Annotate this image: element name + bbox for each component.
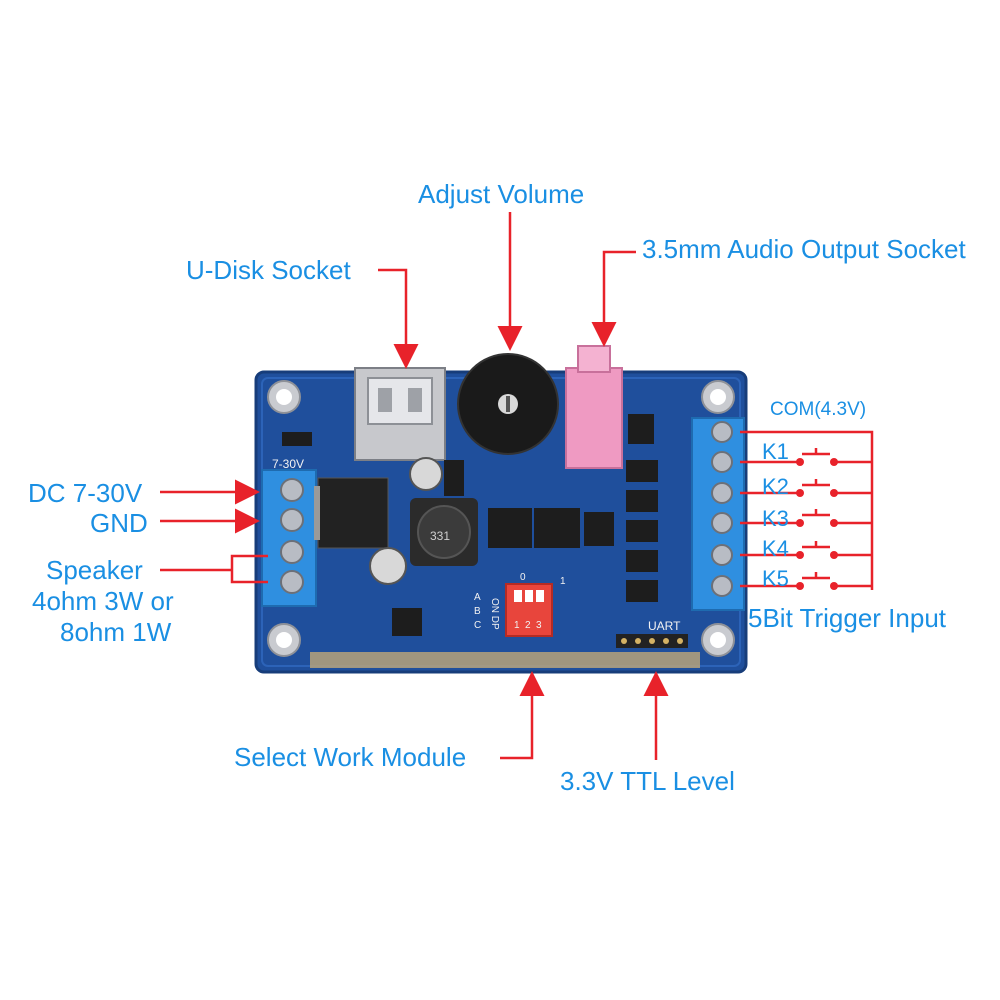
label-com: COM(4.3V) bbox=[770, 399, 867, 420]
volume-knob bbox=[457, 353, 559, 455]
dip-switch bbox=[505, 583, 553, 637]
arrow-audio bbox=[591, 250, 636, 347]
label-key-2: K2 bbox=[762, 474, 789, 499]
trigger-terminal bbox=[691, 417, 745, 611]
silk-dip-zero: 0 bbox=[520, 572, 526, 583]
components bbox=[282, 414, 658, 636]
silk-dip-3: 3 bbox=[536, 620, 542, 631]
label-udisk-socket: U-Disk Socket bbox=[186, 255, 351, 285]
label-adjust-volume: Adjust Volume bbox=[418, 179, 585, 209]
audio-jack bbox=[565, 345, 623, 469]
arrow-select-module bbox=[500, 671, 545, 760]
silk-dip-b: B bbox=[474, 606, 481, 617]
label-speaker-1: Speaker bbox=[46, 555, 143, 585]
label-speaker-2: 4ohm 3W or bbox=[32, 586, 174, 616]
silk-dip-one: 1 bbox=[560, 576, 566, 587]
silk-dip-2: 2 bbox=[525, 620, 531, 631]
label-key-4: K4 bbox=[762, 536, 789, 561]
label-dc-input: DC 7-30V bbox=[28, 478, 143, 508]
silk-dip-c: C bbox=[474, 620, 481, 631]
label-key-5: K5 bbox=[762, 566, 789, 591]
label-speaker-3: 8ohm 1W bbox=[60, 617, 172, 647]
label-select-work-module: Select Work Module bbox=[234, 742, 467, 772]
uart-header bbox=[616, 634, 688, 648]
label-audio-socket: 3.5mm Audio Output Socket bbox=[642, 234, 966, 264]
silk-inductor: 331 bbox=[430, 529, 450, 543]
silk-dip-1: 1 bbox=[514, 620, 520, 631]
key-switches bbox=[740, 448, 872, 588]
label-ttl-level: 3.3V TTL Level bbox=[560, 766, 735, 796]
com-line bbox=[740, 430, 874, 590]
callout-arrows bbox=[160, 212, 874, 760]
silk-voltage: 7-30V bbox=[272, 457, 304, 471]
label-key-3: K3 bbox=[762, 506, 789, 531]
key-switch-dots bbox=[796, 458, 838, 590]
usb-socket bbox=[354, 367, 446, 461]
arrow-udisk bbox=[378, 268, 419, 369]
label-trigger-input: 5Bit Trigger Input bbox=[748, 603, 946, 633]
label-gnd: GND bbox=[90, 508, 148, 538]
silk-dip-a: A bbox=[474, 592, 481, 603]
silk-uart: UART bbox=[648, 619, 681, 633]
label-key-1: K1 bbox=[762, 439, 789, 464]
power-terminal bbox=[261, 469, 317, 607]
silk-dip-on: ON DP bbox=[489, 598, 500, 630]
mounting-holes bbox=[267, 380, 735, 657]
